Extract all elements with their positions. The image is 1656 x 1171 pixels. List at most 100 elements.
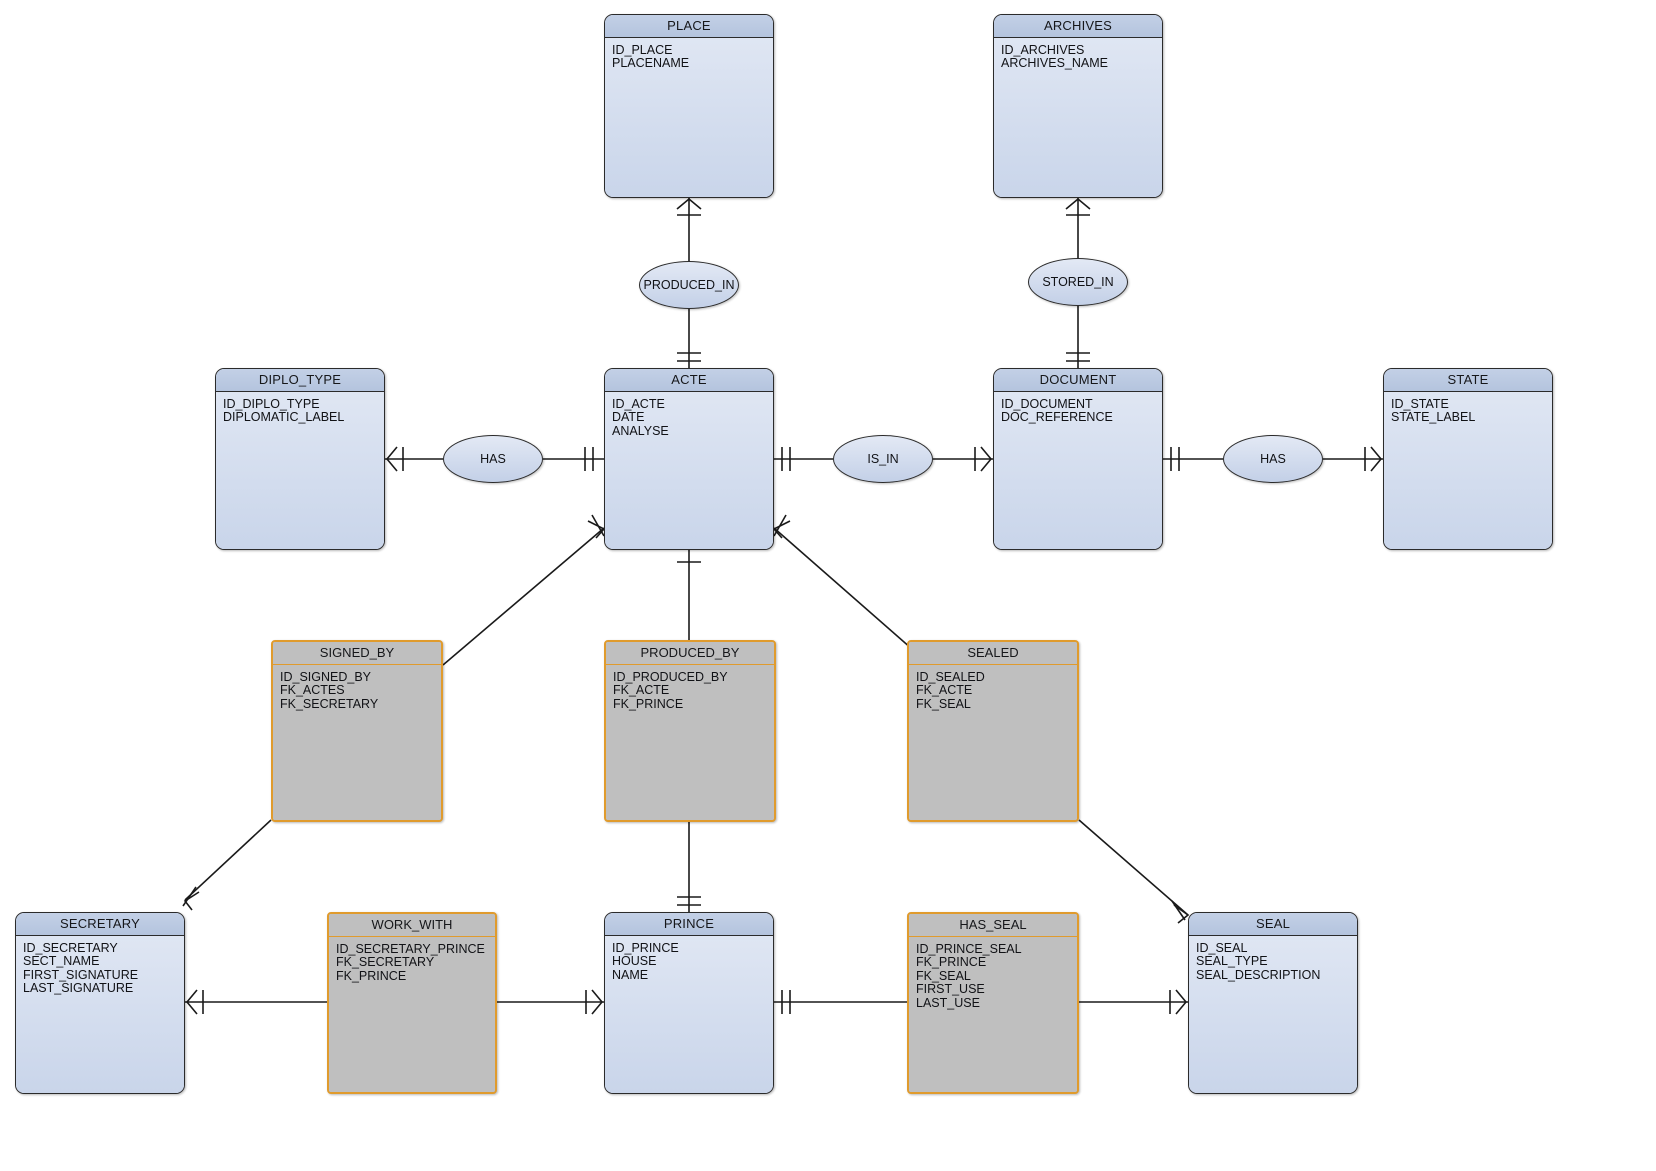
relationship-stored-in[interactable]: STORED_IN	[1028, 258, 1128, 306]
assoc-table-signed-by[interactable]: SIGNED_BY ID_SIGNED_BY FK_ACTES FK_SECRE…	[271, 640, 443, 822]
relationship-has-diplo-type[interactable]: HAS	[443, 435, 543, 483]
attribute: FK_PRINCE	[916, 955, 987, 970]
line-sealed-seal	[1078, 819, 1189, 916]
attribute: LAST_SIGNATURE	[23, 981, 134, 996]
tick-secretary-diag	[182, 886, 197, 907]
attribute: ID_PRODUCED_BY	[613, 670, 728, 684]
entity-prince[interactable]: PRINCE ID_PRINCE HOUSE NAME	[604, 912, 774, 1094]
attribute: FK_SECRETARY	[280, 696, 379, 711]
crowfoot-document-left	[980, 446, 993, 472]
attribute: PLACENAME	[612, 56, 690, 71]
relationship-label: STORED_IN	[1042, 275, 1114, 289]
assoc-table-work-with[interactable]: WORK_WITH ID_SECRETARY_PRINCE FK_SECRETA…	[327, 912, 497, 1094]
entity-secretary-attributes: ID_SECRETARY SECT_NAME FIRST_SIGNATURE L…	[16, 936, 184, 1093]
relationship-label: IS_IN	[867, 452, 899, 466]
assoc-has-seal-title: HAS_SEAL	[909, 914, 1077, 937]
relationship-is-in[interactable]: IS_IN	[833, 435, 933, 483]
line-signedby-secretary	[184, 819, 272, 901]
attribute: STATE_LABEL	[1391, 410, 1476, 425]
attribute: ID_ACTE	[612, 397, 665, 411]
entity-diplo-type-title: DIPLO_TYPE	[216, 369, 384, 392]
entity-acte-attributes: ID_ACTE DATE ANALYSE	[605, 392, 773, 549]
attribute: ID_PRINCE	[612, 941, 679, 955]
attribute: HOUSE	[612, 954, 657, 969]
crowfoot-prince-left	[591, 989, 604, 1015]
entity-diplo-type[interactable]: DIPLO_TYPE ID_DIPLO_TYPE DIPLOMATIC_LABE…	[215, 368, 385, 550]
attribute: NAME	[612, 967, 649, 982]
attribute: FK_ACTE	[613, 683, 670, 698]
tick-seal-diag	[1171, 900, 1186, 921]
relationship-label: PRODUCED_IN	[643, 278, 735, 292]
entity-archives[interactable]: ARCHIVES ID_ARCHIVES ARCHIVES_NAME	[993, 14, 1163, 198]
entity-archives-title: ARCHIVES	[994, 15, 1162, 38]
attribute: ID_SECRETARY_PRINCE	[336, 942, 485, 956]
attribute: ID_PRINCE_SEAL	[916, 942, 1022, 956]
attribute: ARCHIVES_NAME	[1001, 56, 1108, 71]
attribute: SEAL_DESCRIPTION	[1196, 967, 1321, 982]
attribute: FK_SEAL	[916, 968, 971, 983]
assoc-produced-by-title: PRODUCED_BY	[606, 642, 774, 665]
entity-document-title: DOCUMENT	[994, 369, 1162, 392]
entity-seal-title: SEAL	[1189, 913, 1357, 936]
entity-secretary-title: SECRETARY	[16, 913, 184, 936]
attribute: ID_STATE	[1391, 397, 1449, 411]
attribute: FIRST_SIGNATURE	[23, 967, 139, 982]
assoc-sealed-title: SEALED	[909, 642, 1077, 665]
line-acte-sealed	[773, 527, 921, 657]
assoc-work-with-attributes: ID_SECRETARY_PRINCE FK_SECRETARY FK_PRIN…	[329, 937, 495, 1092]
attribute: SECT_NAME	[23, 954, 100, 969]
entity-document[interactable]: DOCUMENT ID_DOCUMENT DOC_REFERENCE	[993, 368, 1163, 550]
attribute: ID_SEALED	[916, 670, 985, 684]
crowfoot-secretary-diag	[183, 891, 200, 911]
attribute: FK_ACTE	[916, 683, 973, 698]
assoc-signed-by-attributes: ID_SIGNED_BY FK_ACTES FK_SECRETARY	[273, 665, 441, 820]
tick-acte-signedby	[591, 514, 605, 537]
assoc-produced-by-attributes: ID_PRODUCED_BY FK_ACTE FK_PRINCE	[606, 665, 774, 820]
entity-secretary[interactable]: SECRETARY ID_SECRETARY SECT_NAME FIRST_S…	[15, 912, 185, 1094]
entity-archives-attributes: ID_ARCHIVES ARCHIVES_NAME	[994, 38, 1162, 197]
assoc-table-sealed[interactable]: SEALED ID_SEALED FK_ACTE FK_SEAL	[907, 640, 1079, 822]
entity-state[interactable]: STATE ID_STATE STATE_LABEL	[1383, 368, 1553, 550]
relationship-has-state[interactable]: HAS	[1223, 435, 1323, 483]
crowfoot-archives	[1065, 197, 1091, 210]
attribute: ID_PLACE	[612, 43, 673, 57]
attribute: SEAL_TYPE	[1196, 954, 1268, 969]
entity-prince-attributes: ID_PRINCE HOUSE NAME	[605, 936, 773, 1093]
attribute: LAST_USE	[916, 995, 980, 1010]
crowfoot-diplotype	[385, 446, 398, 472]
attribute: FK_PRINCE	[613, 696, 684, 711]
entity-place-title: PLACE	[605, 15, 773, 38]
attribute: ID_SEAL	[1196, 941, 1248, 955]
entity-seal[interactable]: SEAL ID_SEAL SEAL_TYPE SEAL_DESCRIPTION	[1188, 912, 1358, 1094]
attribute: ID_SECRETARY	[23, 941, 118, 955]
crowfoot-seal-left	[1175, 989, 1188, 1015]
attribute: DOC_REFERENCE	[1001, 410, 1113, 425]
entity-state-attributes: ID_STATE STATE_LABEL	[1384, 392, 1552, 549]
relationship-label: HAS	[480, 452, 506, 466]
line-acte-signedby	[442, 527, 605, 666]
attribute: FIRST_USE	[916, 982, 985, 997]
entity-acte[interactable]: ACTE ID_ACTE DATE ANALYSE	[604, 368, 774, 550]
assoc-table-produced-by[interactable]: PRODUCED_BY ID_PRODUCED_BY FK_ACTE FK_PR…	[604, 640, 776, 822]
attribute: ID_SIGNED_BY	[280, 670, 372, 684]
assoc-signed-by-title: SIGNED_BY	[273, 642, 441, 665]
attribute: DATE	[612, 410, 645, 425]
assoc-work-with-title: WORK_WITH	[329, 914, 495, 937]
entity-document-attributes: ID_DOCUMENT DOC_REFERENCE	[994, 392, 1162, 549]
crowfoot-acte-sealed	[772, 520, 791, 539]
assoc-has-seal-attributes: ID_PRINCE_SEAL FK_PRINCE FK_SEAL FIRST_U…	[909, 937, 1077, 1092]
attribute: ID_DIPLO_TYPE	[223, 397, 320, 411]
attribute: FK_SEAL	[916, 696, 971, 711]
entity-place-attributes: ID_PLACE PLACENAME	[605, 38, 773, 197]
assoc-table-has-seal[interactable]: HAS_SEAL ID_PRINCE_SEAL FK_PRINCE FK_SEA…	[907, 912, 1079, 1094]
attribute: ID_ARCHIVES	[1001, 43, 1085, 57]
entity-place[interactable]: PLACE ID_PLACE PLACENAME	[604, 14, 774, 198]
entity-acte-title: ACTE	[605, 369, 773, 392]
relationship-produced-in[interactable]: PRODUCED_IN	[639, 261, 739, 309]
relationship-label: HAS	[1260, 452, 1286, 466]
tick-acte-sealed	[773, 514, 787, 537]
crowfoot-state	[1370, 446, 1383, 472]
crowfoot-secretary-right	[185, 989, 198, 1015]
crowfoot-acte-signedby	[587, 520, 606, 539]
